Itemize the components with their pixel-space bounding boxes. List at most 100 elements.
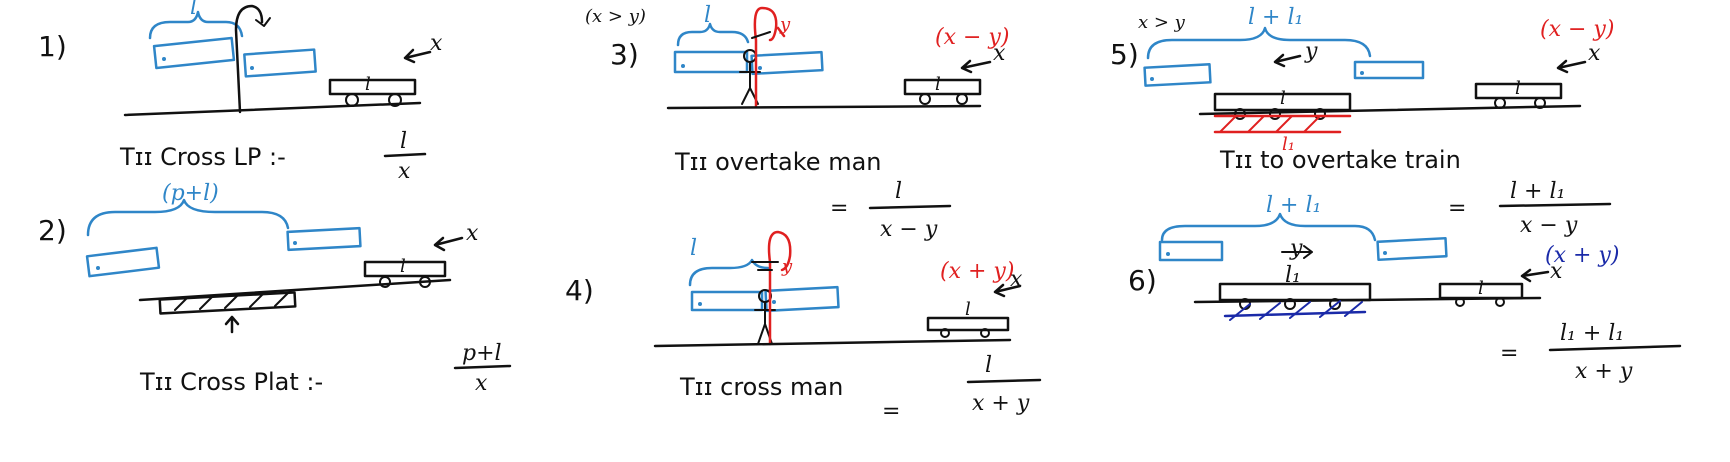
speed-label: x bbox=[466, 221, 479, 246]
small-train bbox=[363, 260, 447, 278]
speed-label: x bbox=[430, 31, 443, 56]
case-3-overtake-man: (x > y) 3) l y l (x − y) x bbox=[585, 3, 1009, 242]
case-1-lamp-post: 1) l l x Tɪɪ Cross LP :- l bbox=[38, 0, 443, 184]
train-2-red-hatch bbox=[1213, 114, 1352, 134]
brace-total-length bbox=[1146, 26, 1372, 60]
case-1-frac-den: x bbox=[398, 159, 411, 184]
length-label: l bbox=[690, 236, 697, 261]
man-speed-label: y bbox=[781, 256, 793, 277]
train-2 bbox=[1438, 282, 1524, 300]
man-speed-label: y bbox=[779, 14, 791, 35]
case-5-number: 5) bbox=[1110, 38, 1139, 71]
svg-text:l: l bbox=[1478, 278, 1484, 299]
train-coach-rear bbox=[1143, 63, 1212, 87]
case-2-frac-den: x bbox=[475, 371, 488, 396]
length-label: l bbox=[190, 0, 197, 20]
relative-speed: (x + y) bbox=[940, 259, 1014, 284]
svg-text:l: l bbox=[1280, 88, 1286, 109]
small-train bbox=[328, 78, 417, 96]
speed-arrow bbox=[1520, 268, 1550, 283]
case-5-caption: Tɪɪ to overtake train bbox=[1219, 146, 1461, 174]
relative-speed: (x + y) bbox=[1545, 243, 1619, 268]
case-5-condition: x > y bbox=[1138, 12, 1186, 33]
case-3-frac-den: x − y bbox=[880, 217, 938, 242]
svg-text:=: = bbox=[830, 196, 848, 221]
ground-line bbox=[123, 101, 422, 117]
svg-text:l: l bbox=[365, 74, 371, 95]
case-6-cross-trains: 6) l + l₁ y l₁ l (x + y) x = bbox=[1128, 193, 1682, 384]
speed-label: x bbox=[1010, 267, 1023, 292]
fast-train bbox=[1474, 82, 1563, 100]
case-1-caption: Tɪɪ Cross LP :- bbox=[119, 143, 286, 171]
svg-text:=: = bbox=[882, 399, 900, 424]
case-5-overtake-train: x > y 5) l + l₁ y l l₁ l bbox=[1110, 5, 1614, 238]
train-coach-front bbox=[243, 48, 317, 78]
case-3-condition: (x > y) bbox=[585, 6, 646, 27]
brace-total-length bbox=[1160, 212, 1377, 242]
case-1-number: 1) bbox=[38, 30, 67, 63]
brace-length bbox=[688, 258, 770, 287]
case-6-frac-num: l₁ + l₁ bbox=[1560, 321, 1624, 346]
platform-pointer-arrow bbox=[224, 315, 240, 334]
speed-arrow bbox=[1556, 59, 1587, 74]
platform bbox=[158, 291, 297, 315]
svg-text:l: l bbox=[1515, 78, 1521, 99]
case-2-number: 2) bbox=[38, 214, 67, 247]
ground-line bbox=[666, 104, 982, 110]
speed-arrow bbox=[403, 48, 432, 64]
case-4-caption: Tɪɪ cross man bbox=[679, 373, 843, 401]
man-motion-path bbox=[753, 6, 778, 108]
brace-platform-plus-length bbox=[86, 198, 290, 237]
svg-text:l: l bbox=[935, 74, 941, 95]
train-coach-front bbox=[750, 50, 824, 76]
svg-text:l₁: l₁ bbox=[1285, 263, 1301, 288]
small-train bbox=[926, 316, 1010, 332]
case-6-frac-den: x + y bbox=[1575, 359, 1633, 384]
svg-text:l: l bbox=[400, 256, 406, 277]
train-coach-rear bbox=[673, 50, 749, 74]
train-coach-rear bbox=[152, 36, 236, 70]
speed-arrow bbox=[993, 283, 1022, 298]
train-2-speed-label: y bbox=[1289, 236, 1303, 261]
train-coach-front bbox=[286, 226, 362, 252]
length-label: l bbox=[704, 3, 711, 28]
train-coach-front bbox=[1353, 60, 1425, 80]
case-5-frac-den: x − y bbox=[1520, 213, 1578, 238]
speed-label: x bbox=[993, 41, 1006, 66]
case-3-number: 3) bbox=[610, 38, 639, 71]
train-2-speed-label: y bbox=[1304, 39, 1318, 64]
brace-label: (p+l) bbox=[162, 181, 219, 206]
speed-arrow bbox=[433, 236, 464, 252]
svg-text:l: l bbox=[965, 299, 971, 320]
speed-label: x bbox=[1550, 259, 1563, 284]
case-3-caption: Tɪɪ overtake man bbox=[674, 148, 882, 176]
case-4-cross-man: 4) l y l (x + y) x Tɪɪ cross man = l x + bbox=[565, 230, 1042, 424]
relative-speed: (x − y) bbox=[1540, 17, 1614, 42]
train-2-speed-arrow bbox=[1273, 53, 1302, 68]
case-3-frac-num: l bbox=[895, 179, 902, 204]
brace-label: l + l₁ bbox=[1248, 5, 1303, 30]
train-coach-rear bbox=[1158, 240, 1224, 262]
speed-label: x bbox=[1588, 41, 1601, 66]
case-5-frac-num: l + l₁ bbox=[1510, 179, 1565, 204]
ground-line bbox=[653, 338, 1012, 348]
train-coach-rear bbox=[690, 290, 764, 312]
train-2-length: l₁ bbox=[1282, 134, 1295, 155]
svg-text:=: = bbox=[1448, 196, 1466, 221]
small-train bbox=[903, 78, 982, 96]
case-4-number: 4) bbox=[565, 274, 594, 307]
train-coach-rear bbox=[85, 246, 161, 278]
case-2-platform: 2) (p+l) l x Tɪɪ Cross Plat :- p+l x bbox=[38, 181, 512, 396]
brace-label: l + l₁ bbox=[1266, 193, 1321, 218]
ground-line bbox=[1198, 104, 1582, 116]
case-1-frac-num: l bbox=[400, 129, 407, 154]
speed-arrow bbox=[960, 59, 992, 74]
case-4-frac-num: l bbox=[985, 353, 992, 378]
man-motion-path bbox=[767, 230, 792, 346]
case-2-frac-num: p+l bbox=[462, 341, 502, 366]
slow-train bbox=[1213, 92, 1352, 112]
case-6-number: 6) bbox=[1128, 264, 1157, 297]
train-coach-front bbox=[764, 285, 840, 313]
lamp-post bbox=[234, 4, 264, 114]
